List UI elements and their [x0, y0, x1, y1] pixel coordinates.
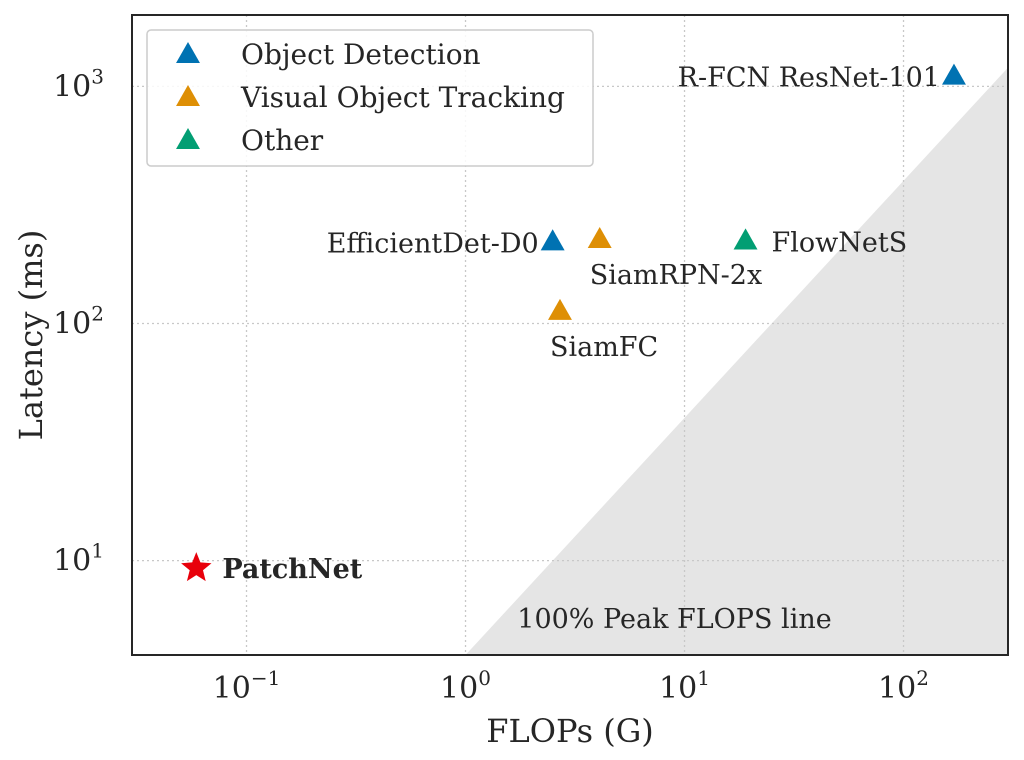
legend-marker-icon	[176, 128, 200, 150]
point-label: SiamFC	[550, 332, 658, 363]
plot-frame	[131, 14, 1009, 656]
legend-label: Object Detection	[241, 38, 481, 71]
x-axis-title: FLOPs (G)	[486, 712, 653, 750]
x-tick-label: 10−1	[213, 666, 281, 706]
triangle-marker	[548, 298, 572, 320]
highlight-label: PatchNet	[222, 554, 362, 585]
triangle-marker	[587, 226, 612, 249]
legend-label: Other	[241, 124, 324, 157]
region-label: 100% Peak FLOPS line	[517, 604, 831, 635]
y-tick-labels: 101 102 103	[53, 64, 104, 578]
star-marker	[181, 552, 212, 582]
data-points: R-FCN ResNet-101EfficientDet-D0SiamRPN-2…	[181, 63, 966, 585]
legend-frame	[146, 29, 594, 167]
x-tick-labels: 10−1 100 101 102	[213, 666, 929, 706]
triangle-marker	[733, 228, 758, 250]
y-tick-label: 103	[53, 64, 104, 104]
point-label: EfficientDet-D0	[327, 228, 539, 259]
y-axis-title: Latency (ms)	[12, 230, 50, 441]
point-label: SiamRPN-2x	[590, 260, 762, 291]
legend-marker-icon	[176, 42, 200, 64]
x-tick-label: 100	[440, 666, 491, 706]
peak-flops-region	[465, 67, 1008, 655]
triangle-marker	[942, 63, 966, 85]
legend-marker-icon	[176, 85, 200, 107]
y-tick-label: 102	[53, 302, 104, 342]
y-tick-label: 101	[53, 539, 104, 579]
legend-label: Visual Object Tracking	[240, 81, 565, 114]
triangle-marker	[540, 229, 565, 251]
point-label: R-FCN ResNet-101	[678, 63, 940, 94]
x-tick-label: 101	[659, 666, 710, 706]
x-tick-label: 102	[878, 666, 929, 706]
point-label: FlowNetS	[772, 227, 908, 258]
